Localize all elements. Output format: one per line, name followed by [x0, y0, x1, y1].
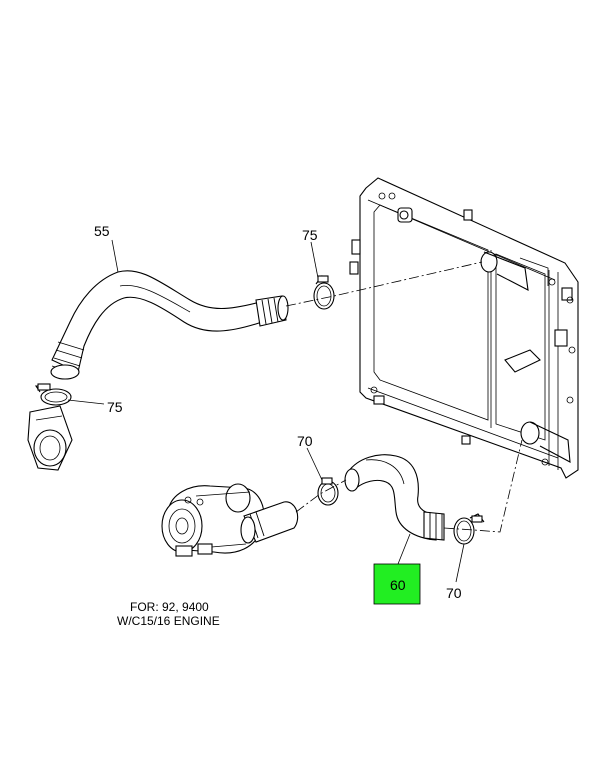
applicability-note-line2: W/C15/16 ENGINE — [117, 614, 220, 628]
alignment-line-lower — [443, 439, 523, 533]
callout-55[interactable]: 55 — [94, 223, 110, 239]
hose-clamp-left — [34, 383, 72, 406]
alignment-line-upper — [285, 261, 483, 307]
hose-clamp-top — [313, 275, 335, 310]
upper-charge-air-hose — [50, 270, 289, 380]
alignment-line-middle — [295, 479, 347, 513]
leader-70-mid — [306, 447, 323, 481]
turbo-outlet-elbow — [27, 405, 73, 471]
turbo-outlet-hose — [240, 501, 299, 544]
charge-air-cooler — [349, 177, 579, 479]
leader-75-top — [310, 241, 319, 279]
part-60-highlight[interactable] — [373, 563, 421, 605]
leader-60 — [397, 533, 411, 565]
callout-70-middle[interactable]: 70 — [297, 433, 313, 449]
leader-70-right — [455, 543, 465, 583]
callout-75-left[interactable]: 75 — [107, 399, 123, 415]
leader-55 — [111, 239, 119, 273]
turbocharger — [161, 483, 265, 557]
lower-charge-air-hose — [344, 454, 445, 541]
hose-clamp-middle — [317, 477, 339, 506]
callout-60[interactable]: 60 — [390, 577, 406, 593]
callout-75-top[interactable]: 75 — [302, 227, 318, 243]
callout-70-right[interactable]: 70 — [446, 585, 462, 601]
applicability-note-line1: FOR: 92, 9400 — [130, 600, 209, 614]
leader-75-left — [67, 399, 105, 405]
